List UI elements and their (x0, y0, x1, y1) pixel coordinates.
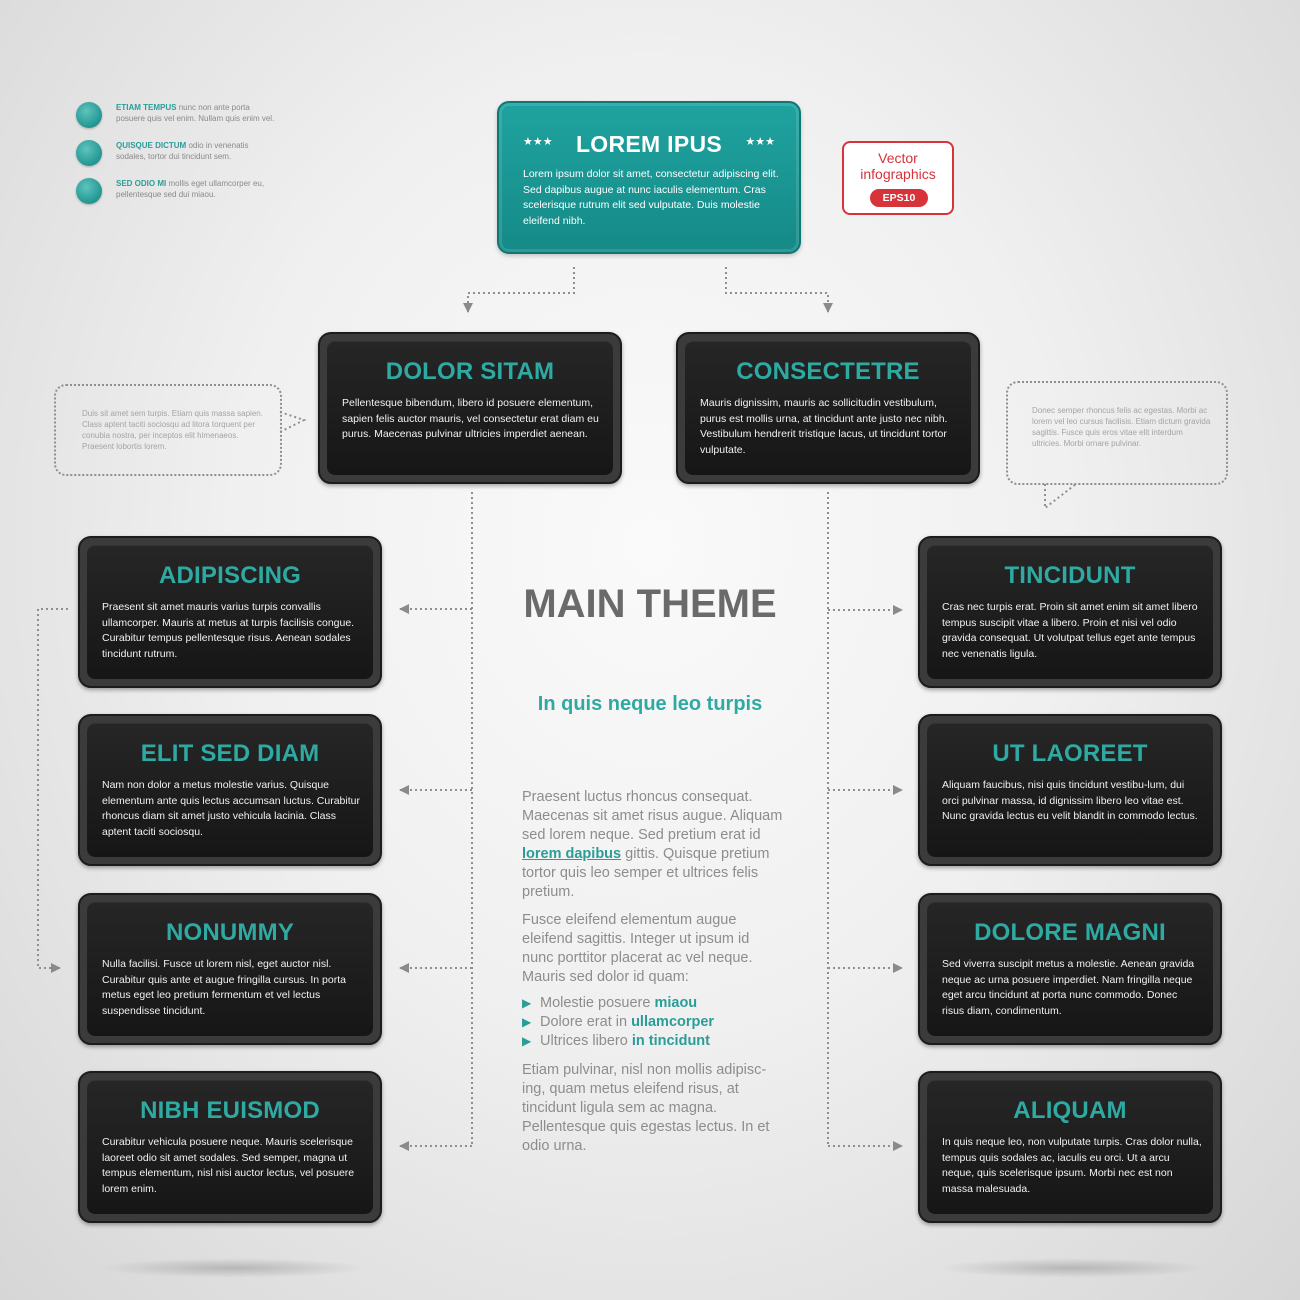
legend-line: posuere quis vel enim. Nullam quis enim … (116, 114, 275, 123)
box-body: Nulla facilisi. Fusce ut lorem nisl, ege… (102, 958, 346, 1017)
box-title: UT LAOREET (992, 740, 1148, 767)
floor-shadow (98, 1258, 368, 1278)
connector-top-right (725, 267, 833, 313)
legend-key: QUISQUE DICTUM (116, 141, 187, 150)
box-title: ELIT SED DIAM (140, 740, 320, 767)
triangle-right-icon: ▶ (522, 1034, 532, 1048)
legend-line: pellentesque sed dui miaou. (116, 190, 216, 199)
box-nonummy: NONUMMY Nulla facilisi. Fusce ut lorem n… (78, 893, 382, 1045)
badge-line-1: Vector (878, 150, 918, 166)
vector-infographics-badge: Vector infographics EPS10 (842, 141, 954, 215)
legend-dot-icon (76, 102, 102, 128)
legend-line: nunc non ante porta (178, 103, 250, 112)
legend-key: SED ODIO MI (116, 179, 167, 188)
box-body: Praesent sit amet mauris varius turpis c… (102, 601, 355, 660)
box-title: CONSECTETRE (736, 358, 920, 385)
legend-line: sodales, tortor dui tincidunt sem. (116, 152, 232, 161)
box-body: Nam non dolor a metus molestie varius. Q… (102, 779, 360, 838)
bubble-left-tail (279, 411, 307, 433)
list-item: ▶ Ultrices libero in tincidunt (522, 1033, 710, 1049)
box-body: Cras nec turpis erat. Proin sit amet eni… (942, 601, 1198, 660)
legend-dot-icon (76, 178, 102, 204)
legend-line: odio in venenatis (188, 141, 249, 150)
stars-icon: ★★★ (523, 136, 553, 148)
legend-item-2: QUISQUE DICTUM odio in venenatis sodales… (76, 140, 296, 174)
floor-shadow (936, 1258, 1206, 1278)
box-lorem-ipus: ★★★ LOREM IPUS ★★★ Lorem ipsum dolor sit… (497, 101, 801, 254)
center-paragraph-1: Praesent luctus rhoncus consequat. Maece… (522, 789, 783, 900)
legend-line: mollis eget ullamcorper eu, (168, 179, 265, 188)
stars-icon: ★★★ (745, 136, 775, 148)
legend-dot-icon (76, 140, 102, 166)
connector-adipiscing-to-nonummy (37, 608, 68, 973)
box-dolor-sitam: DOLOR SITAM Pellentesque bibendum, liber… (318, 332, 622, 484)
box-body: Lorem ipsum dolor sit amet, consectetur … (523, 168, 779, 227)
eps10-pill: EPS10 (870, 189, 928, 207)
bubble-right-tail (1044, 483, 1077, 511)
lorem-dapibus-link[interactable]: lorem dapibus (522, 846, 622, 862)
box-title: TINCIDUNT (1004, 562, 1136, 589)
list-item: ▶ Dolore erat in ullamcorper (522, 1014, 715, 1030)
legend-item-3: SED ODIO MI mollis eget ullamcorper eu, … (76, 178, 296, 212)
speech-bubble-left: Duis sit amet sem turpis. Etiam quis mas… (54, 384, 282, 476)
box-body: In quis neque leo, non vulputate turpis.… (942, 1136, 1202, 1195)
box-dolore-magni: DOLORE MAGNI Sed viverra suscipit metus … (918, 893, 1222, 1045)
box-title: ALIQUAM (1013, 1097, 1127, 1124)
badge-line-2: infographics (860, 166, 936, 182)
main-theme-subtitle: In quis neque leo turpis (537, 693, 763, 715)
box-elit-sed-diam: ELIT SED DIAM Nam non dolor a metus mole… (78, 714, 382, 866)
list-item: ▶ Molestie posuere miaou (522, 995, 698, 1011)
box-body: Sed viverra suscipit metus a molestie. A… (942, 958, 1195, 1017)
speech-bubble-right: Donec semper rhoncus felis ac egestas. M… (1006, 381, 1228, 485)
main-theme-heading: MAIN THEME (523, 582, 777, 626)
legend-key: ETIAM TEMPUS (116, 103, 177, 112)
center-paragraph-2: Fusce eleifend elementum augue eleifend … (522, 912, 753, 985)
triangle-right-icon: ▶ (522, 996, 532, 1010)
center-paragraph-3: Etiam pulvinar, nisl non mollis adipisc-… (522, 1062, 770, 1154)
box-aliquam: ALIQUAM In quis neque leo, non vulputate… (918, 1071, 1222, 1223)
box-nibh-euismod: NIBH EUISMOD Curabitur vehicula posuere … (78, 1071, 382, 1223)
bubble-text: Donec semper rhoncus felis ac egestas. M… (1032, 406, 1211, 448)
box-title: NIBH EUISMOD (140, 1097, 320, 1124)
box-body: Pellentesque bibendum, libero id posuere… (342, 397, 599, 440)
connector-top-left (463, 267, 575, 313)
box-body: Curabitur vehicula posuere neque. Mauris… (102, 1136, 355, 1195)
triangle-right-icon: ▶ (522, 1015, 532, 1029)
box-adipiscing: ADIPISCING Praesent sit amet mauris vari… (78, 536, 382, 688)
box-consectetre: CONSECTETRE Mauris dignissim, mauris ac … (676, 332, 980, 484)
box-ut-laoreet: UT LAOREET Aliquam faucibus, nisi quis t… (918, 714, 1222, 866)
box-title: DOLORE MAGNI (974, 919, 1166, 946)
bubble-text: Duis sit amet sem turpis. Etiam quis mas… (82, 409, 263, 451)
box-tincidunt: TINCIDUNT Cras nec turpis erat. Proin si… (918, 536, 1222, 688)
center-bullet-list: ▶ Molestie posuere miaou ▶ Dolore erat i… (522, 994, 784, 1051)
box-title: ADIPISCING (158, 562, 301, 589)
box-body: Mauris dignissim, mauris ac sollicitudin… (700, 397, 948, 456)
legend-item-1: ETIAM TEMPUS nunc non ante porta posuere… (76, 102, 296, 136)
box-title: LOREM IPUS (575, 131, 723, 157)
box-body: Aliquam faucibus, nisi quis tincidunt ve… (942, 779, 1198, 822)
box-title: NONUMMY (165, 919, 295, 946)
box-title: DOLOR SITAM (385, 358, 555, 385)
